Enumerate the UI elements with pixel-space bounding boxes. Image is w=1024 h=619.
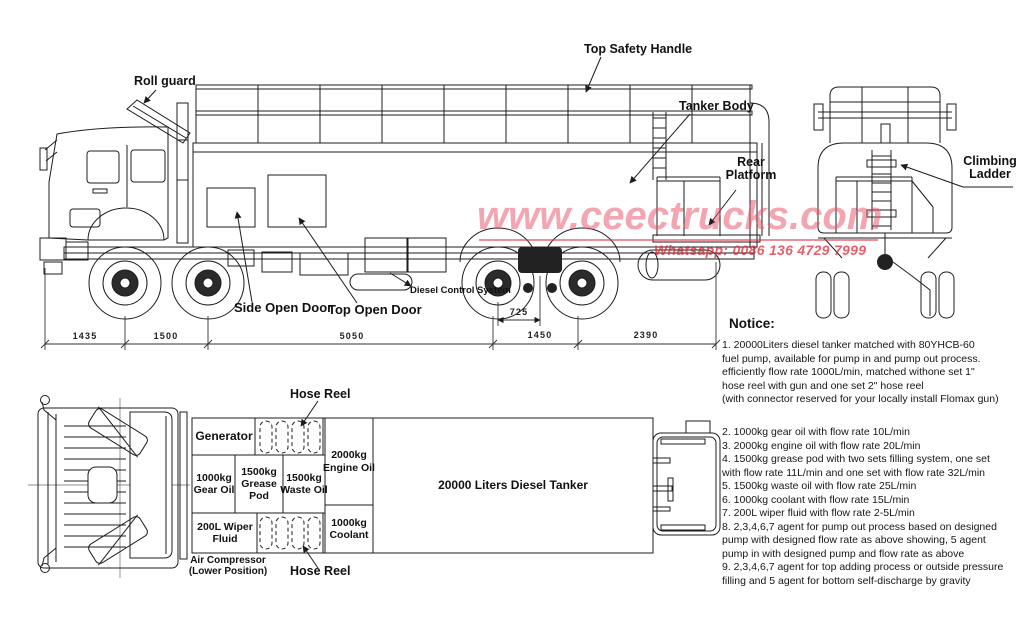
leader-lines: [143, 56, 1013, 569]
watermark-site: www.ceectrucks.com: [477, 194, 883, 238]
roll-guard-label: Roll guard: [134, 74, 196, 88]
notice-line: pump in with designed pump and flow rate…: [722, 547, 965, 560]
rear-platform-label: Rear Platform: [725, 155, 777, 183]
dim-tandem-half: 725: [509, 307, 529, 317]
side-open-door-shape: [206, 187, 256, 228]
rear-platform-top-view: [652, 420, 721, 536]
rear-ladder: [652, 112, 667, 180]
gear-oil-cell: 1000kg Gear Oil: [193, 471, 235, 496]
notice-line: 6. 1000kg coolant with flow rate 15L/min: [722, 493, 910, 506]
coolant-cell: 1000kg Coolant: [329, 516, 369, 541]
dim-front-overhang: 1435: [72, 331, 98, 341]
top-safety-handle-label: Top Safety Handle: [584, 42, 693, 56]
notice-line: 1. 20000Liters diesel tanker matched wit…: [722, 339, 975, 351]
notice-title: Notice:: [729, 316, 775, 331]
waste-oil-cell: 1500kg Waste Oil: [280, 471, 328, 496]
side-view-drawing: [39, 84, 770, 320]
notice-line: (with connector reserved for your locall…: [722, 393, 999, 405]
notice-line: efficiently flow rate 1000L/min, matched…: [722, 366, 975, 378]
air-compressor-label: Air Compressor (Lower Position): [188, 555, 268, 577]
dim-rear-overhang: 2390: [633, 330, 659, 340]
tank-cross-section: [817, 142, 953, 234]
climbing-ladder-shape: [866, 150, 897, 230]
notice-paragraph-2: 2. 1000kg gear oil with flow rate 10L/mi…: [722, 426, 1003, 588]
hose-reel-bottom-shape: [259, 516, 321, 550]
notice-line: 2. 1000kg gear oil with flow rate 10L/mi…: [722, 426, 910, 438]
notice-line: hose reel with gun and one set 2" hose r…: [722, 379, 924, 392]
dim-front-axle-spread: 1500: [153, 331, 179, 341]
dim-rear-axle-spread: 1450: [527, 330, 553, 340]
notice-line: 8. 2,3,4,6,7 agent for pump out process …: [722, 520, 997, 533]
climbing-ladder-label: Climbing Ladder: [963, 154, 1017, 182]
fuel-tank-cylinder: [637, 249, 721, 281]
notice-line: 4. 1500kg grease pod with two sets filli…: [722, 453, 990, 465]
notice-line: pump with designed flow rate as above sh…: [722, 534, 986, 546]
watermark-whatsapp: Whatsapp: 0086 136 4729 7999: [654, 242, 867, 258]
rear-view-drawing: [813, 86, 957, 319]
cab-side: [39, 126, 169, 275]
roll-guard-shape: [126, 99, 191, 244]
guard-rail-posts: [195, 85, 751, 143]
grease-pod-cell: 1500kg Grease Pod: [241, 465, 277, 503]
notice-line: with flow rate 11L/min and one set with …: [722, 466, 986, 479]
dimension-lines: [40, 262, 721, 350]
tanker-top-label: 20000 Liters Diesel Tanker: [438, 477, 588, 492]
watermark-underline: [479, 239, 878, 241]
notice-line: 3. 2000kg engine oil with flow rate 20L/…: [722, 439, 921, 452]
engine-oil-cell: 2000kg Engine Oil: [323, 449, 375, 474]
top-open-door-shape: [267, 174, 327, 228]
tanker-body-label: Tanker Body: [679, 99, 754, 113]
notice-line: 7. 200L wiper fluid with flow rate 2-5L/…: [722, 507, 915, 519]
notice-line: 9. 2,3,4,6,7 agent for top adding proces…: [722, 561, 1004, 573]
cab-top-view: [37, 395, 179, 573]
diesel-control-system-label: Diesel Control System: [410, 285, 511, 296]
hose-reel-bottom-label: Hose Reel: [290, 564, 351, 578]
notice-paragraph-1: 1. 20000Liters diesel tanker matched wit…: [722, 339, 999, 407]
notice-line: 5. 1500kg waste oil with flow rate 25L/m…: [722, 480, 917, 492]
rear-platform-railing: [652, 176, 761, 243]
top-open-door-label: Top Open Door: [328, 302, 422, 317]
hose-reel-top-label: Hose Reel: [290, 387, 351, 401]
side-open-door-label: Side Open Door: [234, 300, 333, 315]
rear-platform-rails: [835, 176, 934, 233]
notice-line: fuel pump, available for pump in and pum…: [722, 352, 981, 365]
hose-reel-top-shape: [259, 420, 321, 454]
wiper-fluid-cell: 200L Wiper Fluid: [197, 520, 253, 545]
generator-cell: Generator: [195, 428, 253, 443]
dim-wheelbase: 5050: [339, 331, 365, 341]
notice-line: filling and 5 agent for bottom self-disc…: [722, 574, 971, 587]
diesel-control-box: [364, 237, 408, 273]
top-view-drawing: [28, 395, 721, 578]
